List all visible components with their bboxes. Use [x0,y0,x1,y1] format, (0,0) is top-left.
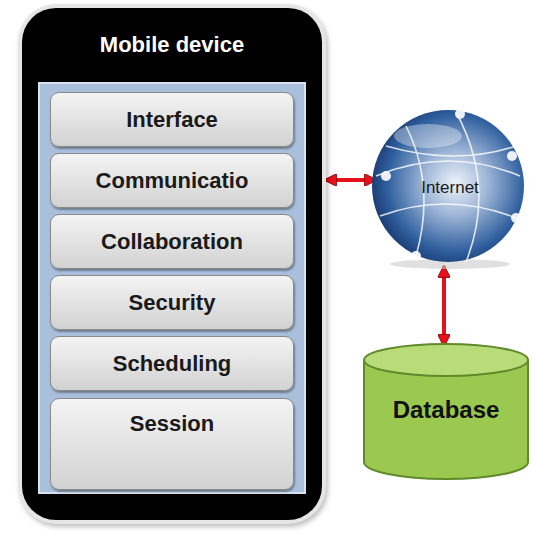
layer-box: Session [50,398,294,490]
double-arrow [442,266,446,346]
node-label: Interface [126,107,218,133]
node-label: Internet [390,178,510,198]
layer-box: Scheduling [50,336,294,391]
node-label: Scheduling [113,351,232,377]
layer-box: Communicatio [50,153,294,208]
node-label: Database [362,396,530,424]
node-label: Session [130,411,214,437]
node-label: Collaboration [101,229,243,255]
layer-box: Security [50,275,294,330]
database-cylinder: Database [362,342,530,482]
device-frame: Mobile deviceInterfaceCommunicatioCollab… [22,8,322,520]
layer-box: Interface [50,92,294,147]
node-label: Mobile device [22,32,322,58]
node-label: Communicatio [96,168,249,194]
layer-box: Collaboration [50,214,294,269]
globe: Internet [366,106,530,270]
double-arrow [325,178,376,182]
node-label: Security [129,290,216,316]
